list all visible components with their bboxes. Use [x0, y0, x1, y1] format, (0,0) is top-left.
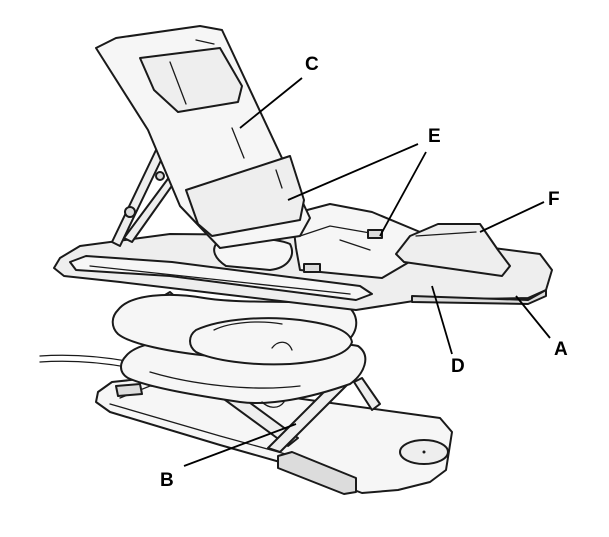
leader-line-d: [431, 285, 453, 355]
footrest: [395, 223, 511, 277]
upper-bellows: [111, 293, 358, 366]
callout-label-e: E: [428, 126, 441, 147]
leader-line-c: [239, 77, 303, 129]
leader-line-b: [183, 423, 297, 467]
leader-line-f: [479, 201, 545, 233]
callout-label-b: B: [160, 470, 174, 491]
callout-label-a: A: [554, 339, 568, 360]
callout-label-d: D: [451, 356, 465, 377]
backrest: [95, 25, 311, 249]
leader-line-e2: [379, 151, 427, 237]
seat-flap: [291, 203, 421, 279]
leader-line-e: [287, 143, 419, 201]
leader-line-a: [515, 295, 551, 339]
callout-label-c: C: [305, 54, 319, 75]
callout-label-f: F: [548, 189, 560, 210]
